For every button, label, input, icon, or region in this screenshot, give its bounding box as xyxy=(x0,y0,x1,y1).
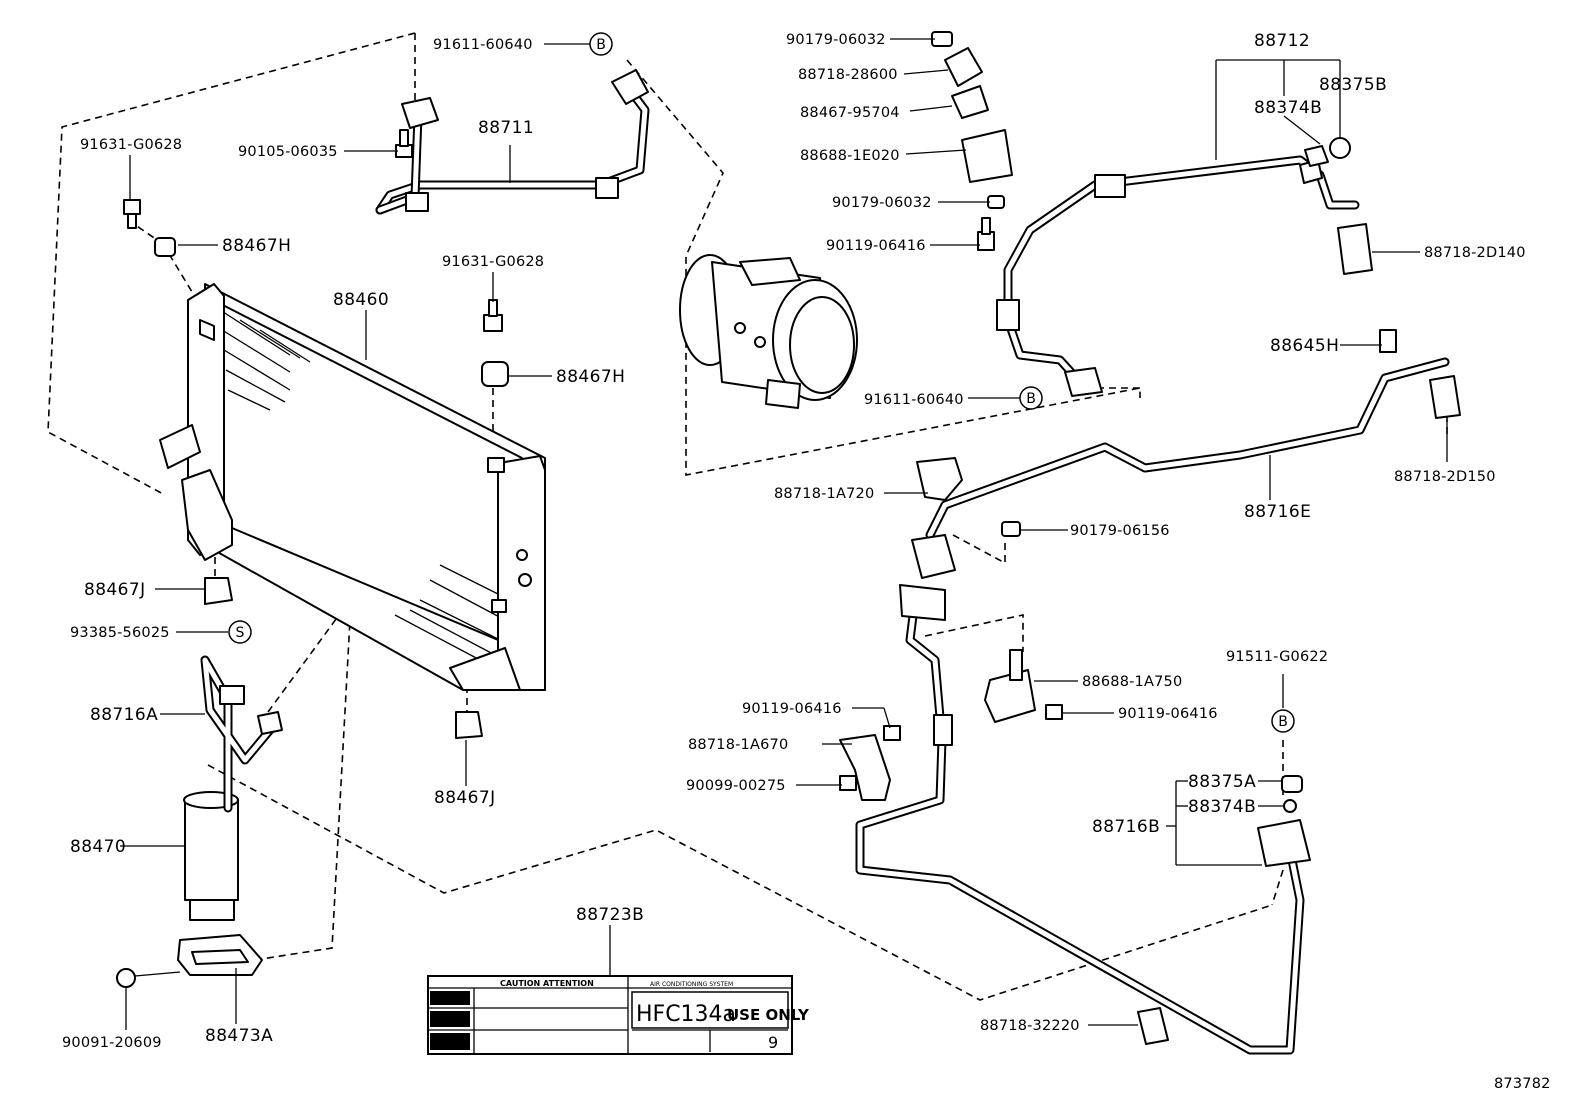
condenser-88460 xyxy=(159,283,546,691)
callout-s-left: S xyxy=(228,620,252,644)
part-88467-95704: 88467-95704 xyxy=(800,105,900,121)
caution-subheader: AIR CONDITIONING SYSTEM xyxy=(650,981,733,988)
part-88718-2d140: 88718-2D140 xyxy=(1424,245,1526,261)
part-90119-06416-right: 90119-06416 xyxy=(1118,706,1218,722)
part-90179-06032-top: 90179-06032 xyxy=(786,32,886,48)
part-88718-1a670: 88718-1A670 xyxy=(688,737,788,753)
part-88718-2d150: 88718-2D150 xyxy=(1394,469,1496,485)
pipe-lower-long xyxy=(855,584,1311,1055)
part-88688-1e020: 88688-1E020 xyxy=(800,148,900,164)
part-88718-32220: 88718-32220 xyxy=(980,1018,1080,1034)
part-88473a: 88473A xyxy=(205,1026,273,1046)
part-88375b: 88375B xyxy=(1319,75,1387,95)
part-88716b: 88716B xyxy=(1092,817,1160,837)
part-91631-g0628-left: 91631-G0628 xyxy=(80,137,182,153)
pipe-88716E xyxy=(911,357,1450,579)
use-only: USE ONLY xyxy=(727,1006,810,1024)
part-88374b-bottom: 88374B xyxy=(1188,797,1256,817)
part-90099-00275: 90099-00275 xyxy=(686,778,786,794)
refrigerant-type: HFC134a xyxy=(636,1002,736,1027)
receiver-88470 xyxy=(183,655,283,921)
part-90179-06156: 90179-06156 xyxy=(1070,523,1170,539)
part-91611-60640-mid: 91611-60640 xyxy=(864,392,964,408)
part-88711: 88711 xyxy=(478,118,534,138)
hose-88711 xyxy=(375,69,650,215)
part-90119-06416-left: 90119-06416 xyxy=(742,701,842,717)
svg-text:S: S xyxy=(236,625,245,641)
charge-value: 9 xyxy=(768,1033,778,1052)
svg-text:B: B xyxy=(596,37,606,53)
compressor xyxy=(679,254,858,409)
part-90119-06416-top: 90119-06416 xyxy=(826,238,926,254)
part-93385-56025: 93385-56025 xyxy=(70,625,170,641)
hose-88712 xyxy=(996,155,1360,397)
part-90105-06035: 90105-06035 xyxy=(238,144,338,160)
part-88688-1a750: 88688-1A750 xyxy=(1082,674,1182,690)
part-88375a: 88375A xyxy=(1188,772,1256,792)
callout-b-mid: B xyxy=(1019,386,1043,410)
part-88467j-left: 88467J xyxy=(84,580,146,600)
part-88460: 88460 xyxy=(333,290,389,310)
part-90179-06032-mid: 90179-06032 xyxy=(832,195,932,211)
part-88718-1a720: 88718-1A720 xyxy=(774,486,874,502)
figure-id: 873782 xyxy=(1494,1076,1551,1092)
part-90091-20609: 90091-20609 xyxy=(62,1035,162,1051)
caution-label: CAUTION ATTENTION AIR CONDITIONING SYSTE… xyxy=(427,975,810,1055)
small-hardware xyxy=(123,31,1461,1045)
callout-b-top: B xyxy=(589,32,613,56)
part-88467h-left: 88467H xyxy=(222,236,291,256)
part-88712: 88712 xyxy=(1254,31,1310,51)
part-91611-60640-top: 91611-60640 xyxy=(433,37,533,53)
part-91631-g0628-mid: 91631-G0628 xyxy=(442,254,544,270)
svg-text:B: B xyxy=(1278,714,1288,730)
part-88645h: 88645H xyxy=(1270,336,1339,356)
part-labels: 91611-60640 88711 90105-06035 91631-G062… xyxy=(62,31,1551,1092)
part-88716e: 88716E xyxy=(1244,502,1311,522)
part-88467h-mid: 88467H xyxy=(556,367,625,387)
part-88374b-top: 88374B xyxy=(1254,98,1322,118)
part-88718-28600: 88718-28600 xyxy=(798,67,898,83)
svg-text:B: B xyxy=(1026,391,1036,407)
part-88470: 88470 xyxy=(70,837,126,857)
bracket-88473A xyxy=(116,934,263,988)
part-88723b: 88723B xyxy=(576,905,644,925)
part-91511-g0622: 91511-G0622 xyxy=(1226,649,1328,665)
callout-b-right: B xyxy=(1271,709,1295,733)
part-88467j-bottom: 88467J xyxy=(434,788,496,808)
part-88716a: 88716A xyxy=(90,705,158,725)
leader-lines xyxy=(120,38,1448,1030)
caution-header: CAUTION ATTENTION xyxy=(500,979,594,988)
